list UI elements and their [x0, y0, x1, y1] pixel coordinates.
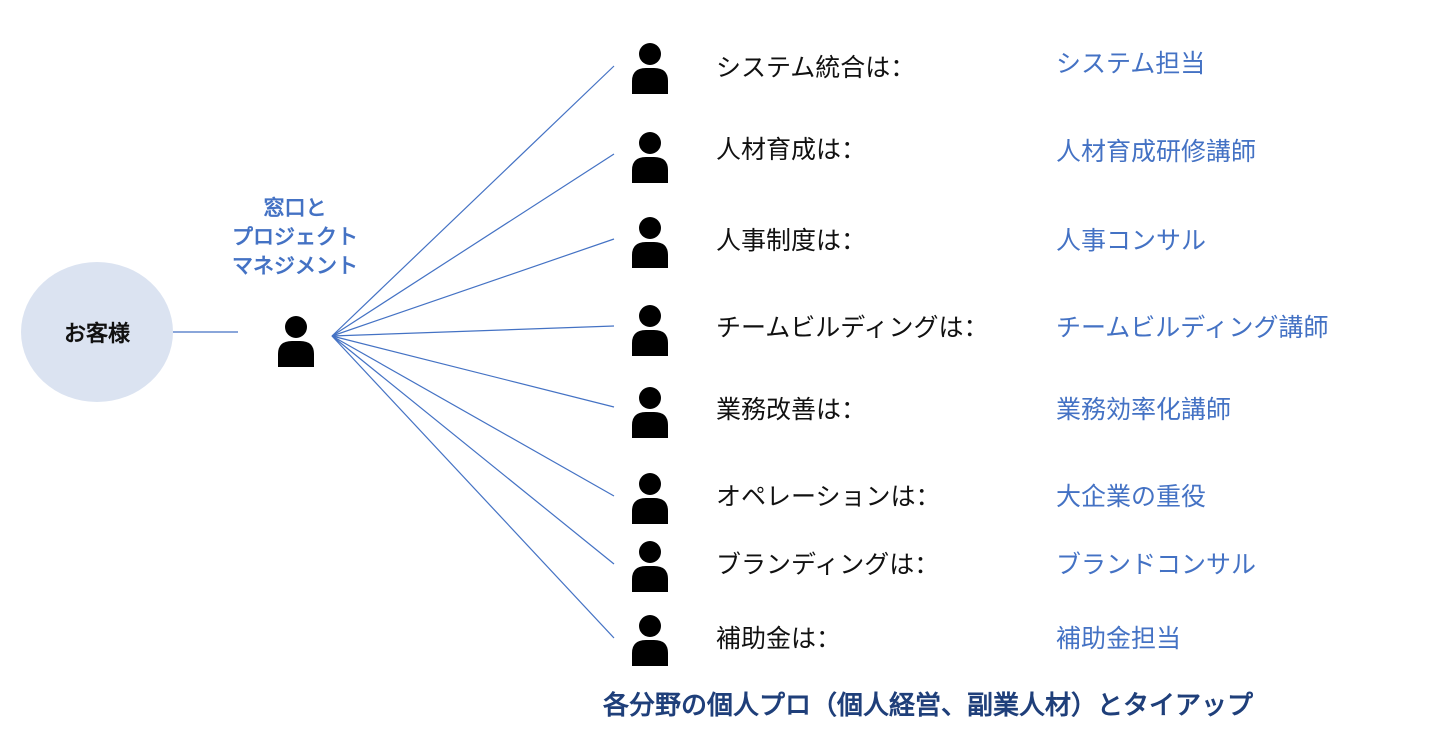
specialist-person-icon: [630, 614, 670, 666]
specialist-person-icon: [630, 216, 670, 268]
specialist-title: 業務効率化講師: [1056, 395, 1232, 424]
fan-lines: [331, 65, 615, 639]
specialist-title: 大企業の重役: [1056, 482, 1207, 511]
specialist-title: チームビルディング講師: [1056, 313, 1329, 342]
fan-connector-line: [331, 153, 615, 337]
fan-connector-line: [331, 335, 615, 565]
specialist-title: ブランドコンサル: [1056, 550, 1257, 579]
fan-connector-line: [331, 65, 615, 337]
client-node: お客様: [21, 262, 173, 402]
specialty-label: 補助金は：: [716, 624, 842, 653]
coordinator-label-line: マネジメント: [232, 254, 358, 278]
fan-connector-line: [331, 335, 615, 639]
client-label: お客様: [63, 322, 130, 347]
footer-caption: 各分野の個人プロ（個人経営、副業人材）とタイアップ: [603, 691, 1254, 721]
specialty-label: 業務改善は：: [716, 395, 867, 424]
fan-connector-line: [331, 238, 615, 337]
specialist-title: 人材育成研修講師: [1056, 137, 1257, 166]
specialist-title: システム担当: [1056, 49, 1206, 78]
specialty-label: チームビルディングは：: [716, 313, 989, 342]
specialist-person-icon: [630, 42, 670, 94]
specialty-label: システム統合は：: [716, 53, 916, 82]
specialist-title: 補助金担当: [1056, 624, 1182, 653]
fan-connector-line: [331, 335, 615, 497]
specialty-label: オペレーションは：: [716, 482, 941, 511]
specialist-person-icon: [630, 131, 670, 183]
coordinator-label-line: プロジェクト: [232, 225, 358, 249]
specialist-title: 人事コンサル: [1056, 226, 1207, 255]
coordinator-person-icon: [276, 315, 316, 367]
specialist-person-icon: [630, 386, 670, 438]
specialist-person-icon: [630, 540, 670, 592]
specialist-person-icon: [630, 472, 670, 524]
coordinator-label: 窓口と プロジェクト マネジメント: [205, 194, 385, 281]
specialty-label: ブランディングは：: [716, 550, 940, 579]
specialty-label: 人事制度は：: [716, 226, 867, 255]
specialist-person-icon: [630, 304, 670, 356]
fan-connector-line: [331, 335, 615, 408]
specialty-label: 人材育成は：: [716, 135, 867, 164]
coordinator-label-line: 窓口と: [263, 196, 327, 220]
fan-connector-line: [331, 325, 615, 337]
